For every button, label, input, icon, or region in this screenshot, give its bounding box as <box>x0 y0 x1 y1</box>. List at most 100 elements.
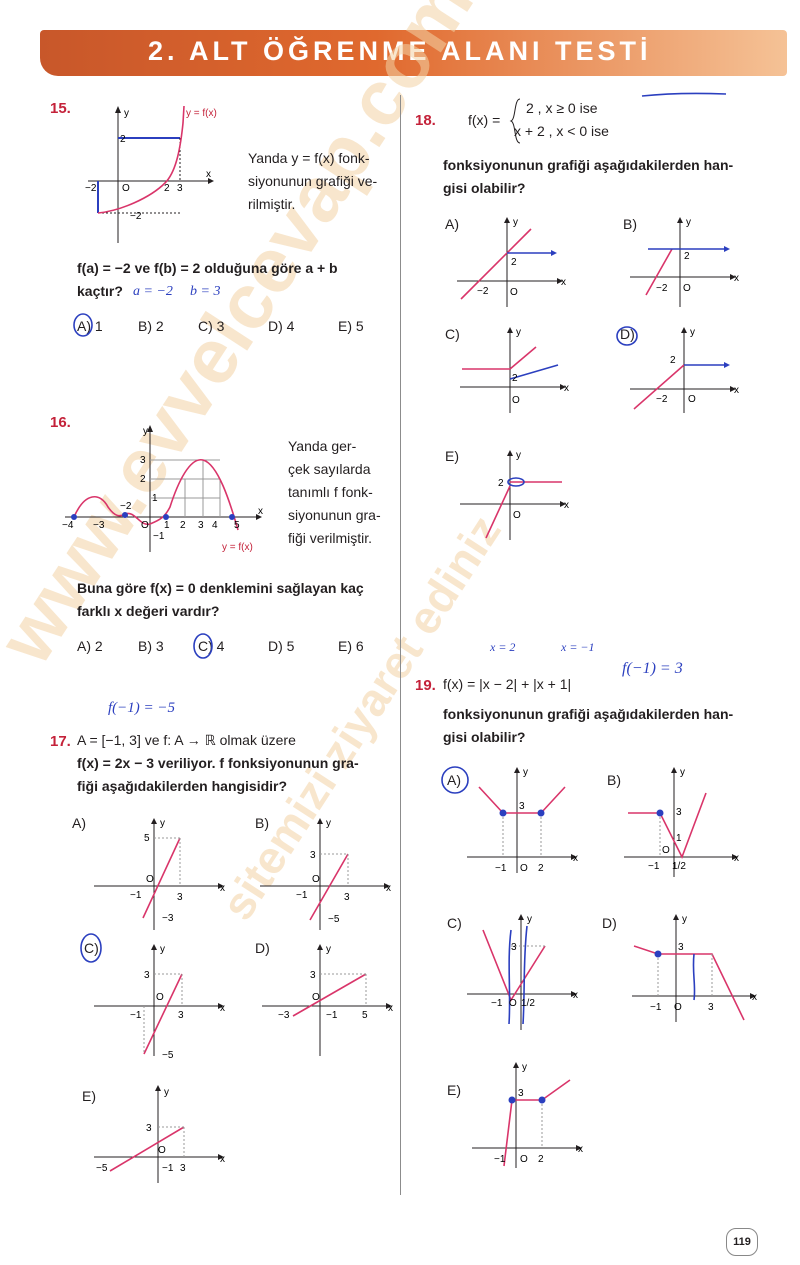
q19-graph-c: y x 3 −1 O 1/2 <box>467 914 578 1030</box>
header-banner <box>40 30 787 76</box>
q16-option-d[interactable]: D) 5 <box>268 638 295 654</box>
q19b-ylabel: y <box>680 767 685 778</box>
q19c-ylabel: y <box>527 914 532 925</box>
q19-option-a[interactable]: A) <box>447 772 461 788</box>
q19a-tick: −1 <box>495 863 507 874</box>
q19-option-e[interactable]: E) <box>447 1082 461 1098</box>
q15-option-d[interactable]: D) 4 <box>268 318 295 334</box>
q18a-xlabel: x <box>561 277 566 288</box>
q19d-tick: 3 <box>678 942 684 953</box>
q16-number: 16. <box>50 414 71 431</box>
svg-text:x: x <box>220 883 225 894</box>
svg-text:x: x <box>220 1154 225 1165</box>
q19-option-c[interactable]: C) <box>447 915 462 931</box>
q17-option-d[interactable]: D) <box>255 940 270 956</box>
q17e-tick: −5 <box>96 1163 108 1174</box>
q18-pen-stroke <box>641 92 727 97</box>
q18-question-2: gisi olabilir? <box>443 180 526 196</box>
q16-tick: 4 <box>212 520 218 531</box>
q15-option-c[interactable]: C) 3 <box>198 318 225 334</box>
q16-ylabel: y <box>143 426 148 437</box>
q17a-tick: −1 <box>130 890 142 901</box>
q16-option-a[interactable]: A) 2 <box>77 638 103 654</box>
q16-tick: 5 <box>234 520 240 531</box>
q17e-tick: O <box>158 1145 166 1156</box>
q18-graph-a: y x 2 −2 O <box>457 217 566 307</box>
q16-option-e[interactable]: E) 6 <box>338 638 364 654</box>
q15-func-label: y = f(x) <box>186 108 217 119</box>
q18-option-c[interactable]: C) <box>445 326 460 342</box>
q18e-tick: O <box>513 510 521 521</box>
q18-option-e[interactable]: E) <box>445 448 459 464</box>
q18e-xlabel: x <box>564 500 569 511</box>
q15-option-e[interactable]: E) 5 <box>338 318 364 334</box>
q18-brace <box>509 98 521 144</box>
q15-question-2: kaçtır? <box>77 283 123 299</box>
q16-tick: −4 <box>62 520 74 531</box>
q15-option-a[interactable]: A) 1 <box>77 318 103 334</box>
q19-graph-a: y x 3 −1 O 2 <box>467 767 578 874</box>
q17d-tick: O <box>312 992 320 1003</box>
q17-option-a[interactable]: A) <box>72 815 86 831</box>
q19e-ylabel: y <box>522 1062 527 1073</box>
q19e-tick: O <box>520 1154 528 1165</box>
q17b-tick: −1 <box>296 890 308 901</box>
q15-graph: y x y = f(x) 2 −2 −2 O 2 3 <box>85 105 217 243</box>
q18c-tick: O <box>512 395 520 406</box>
q15-tick: 3 <box>177 183 183 194</box>
svg-text:x: x <box>220 1003 225 1014</box>
q19-option-d[interactable]: D) <box>602 915 617 931</box>
q16-tick: 1 <box>164 520 170 531</box>
svg-text:y: y <box>160 944 165 955</box>
q18-case-1: 2 , x ≥ 0 ise <box>526 100 598 116</box>
q16-tick: −3 <box>93 520 105 531</box>
column-divider <box>400 95 401 1195</box>
q17-option-b[interactable]: B) <box>255 815 269 831</box>
q18b-tick: O <box>683 283 691 294</box>
q19d-tick: O <box>674 1002 682 1013</box>
q19-answer-circle <box>441 766 469 794</box>
page-number: 119 <box>726 1228 758 1256</box>
q19-graph-d: y x 3 −1 O 3 <box>632 914 757 1022</box>
q18a-tick: O <box>510 287 518 298</box>
q16-tick: 3 <box>140 455 146 466</box>
q17-number: 17. <box>50 733 71 750</box>
q15-tick: −2 <box>130 211 142 222</box>
q17-option-e[interactable]: E) <box>82 1088 96 1104</box>
q17-option-c[interactable]: C) <box>84 940 99 956</box>
q17e-tick: −1 <box>162 1163 174 1174</box>
q19-option-b[interactable]: B) <box>607 772 621 788</box>
q17c-tick: O <box>156 992 164 1003</box>
q18-case-2: x + 2 , x < 0 ise <box>514 123 609 139</box>
q18e-ylabel: y <box>516 450 521 461</box>
q15-text-3: rilmiştir. <box>248 196 296 212</box>
q16-tick: 3 <box>198 520 204 531</box>
q18-option-a[interactable]: A) <box>445 216 459 232</box>
q16-tick: 2 <box>180 520 186 531</box>
q19d-xlabel: x <box>752 992 757 1003</box>
q19e-tick: 3 <box>518 1088 524 1099</box>
q17c-tick: −5 <box>162 1050 174 1061</box>
q17a-tick: O <box>146 874 154 885</box>
q17c-tick: 3 <box>178 1010 184 1021</box>
q19c-tick: −1 <box>491 998 503 1009</box>
q18b-ylabel: y <box>686 217 691 228</box>
q17-line-3: fiği aşağıdakilerden hangisidir? <box>77 778 288 794</box>
q18-option-b[interactable]: B) <box>623 216 637 232</box>
q16-tick: 1 <box>152 493 158 504</box>
q18-number: 18. <box>415 112 436 129</box>
q18a-ylabel: y <box>513 217 518 228</box>
q15-option-b[interactable]: B) 2 <box>138 318 164 334</box>
q15-xlabel: x <box>206 169 211 180</box>
q16-tick: 2 <box>140 474 146 485</box>
q16-tick: O <box>141 520 149 531</box>
q16-option-b[interactable]: B) 3 <box>138 638 164 654</box>
q19e-tick: −1 <box>494 1154 506 1165</box>
q18-option-d[interactable]: D) <box>620 326 635 342</box>
q16-question-1: Buna göre f(x) = 0 denklemini sağlayan k… <box>77 580 364 596</box>
q19a-tick: O <box>520 863 528 874</box>
q16-text-3: tanımlı f fonk- <box>288 484 373 500</box>
q18d-tick: O <box>688 394 696 405</box>
q18-graph-d: y x 2 −2 O <box>630 327 739 413</box>
q17d-tick: 3 <box>310 970 316 981</box>
